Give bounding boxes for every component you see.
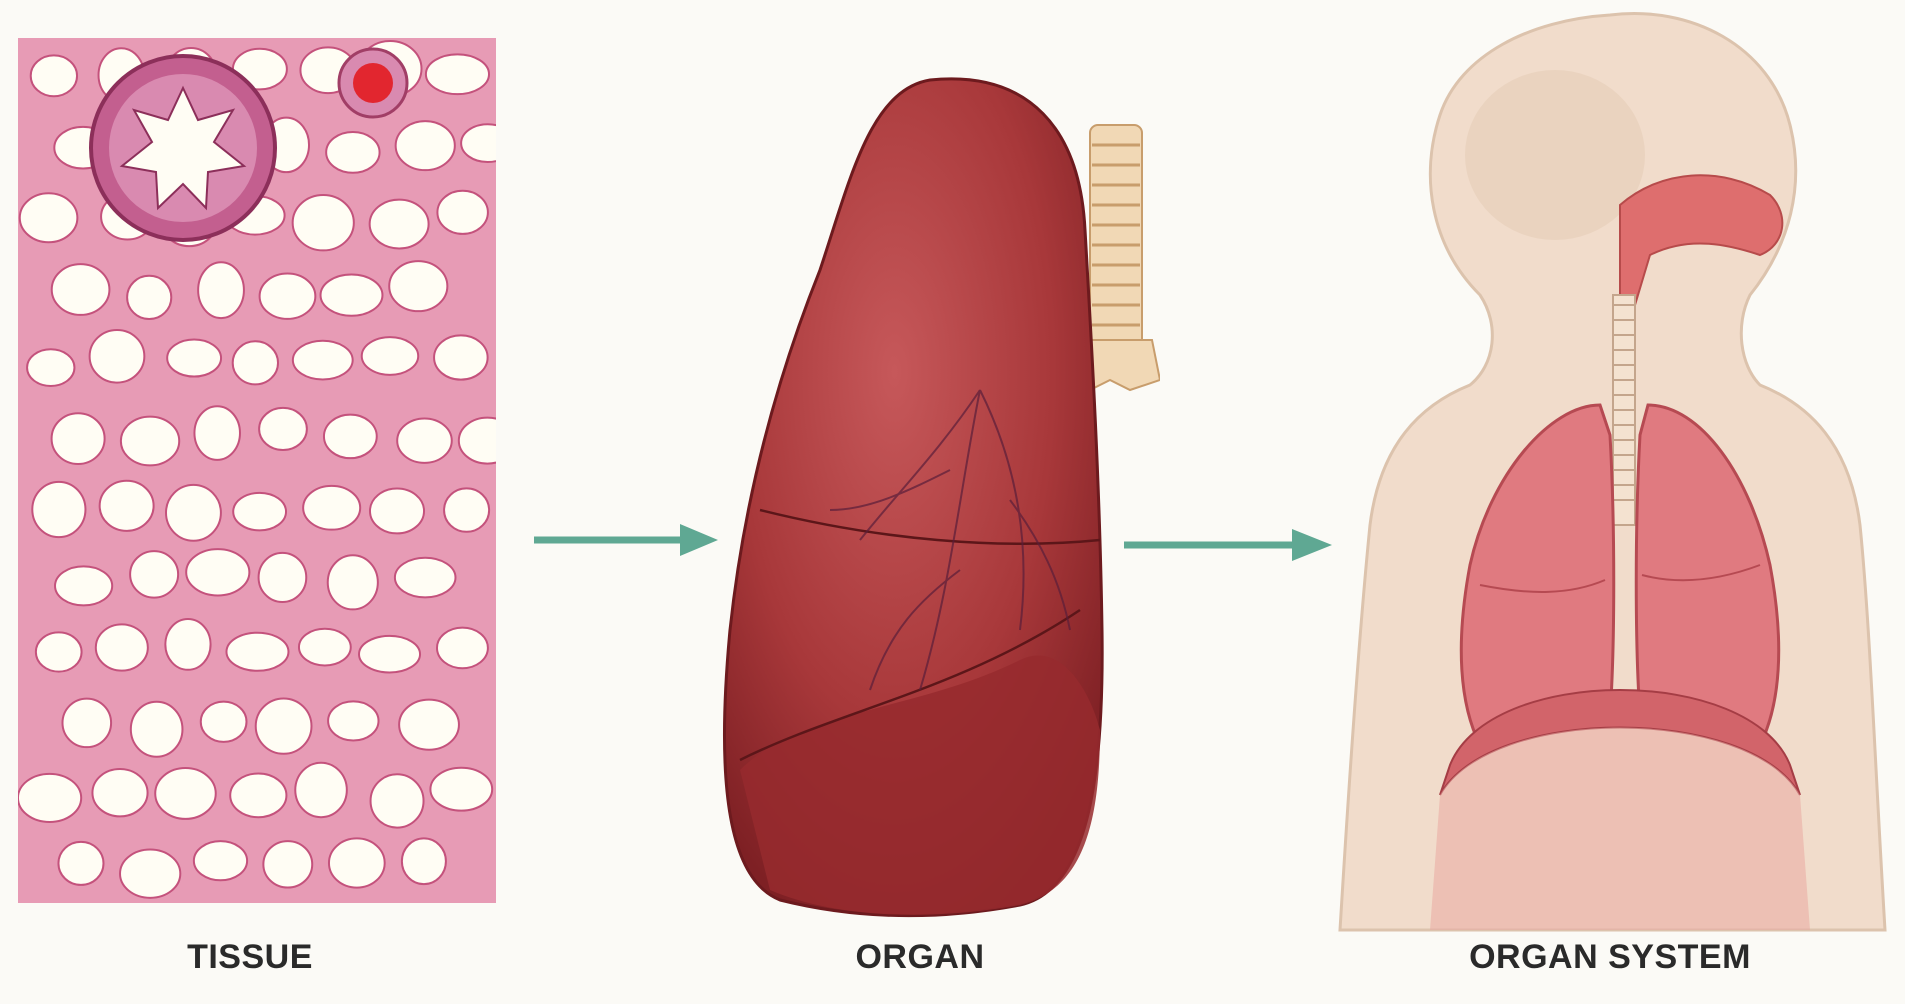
alveolus bbox=[31, 55, 77, 96]
alveolus bbox=[27, 349, 74, 386]
respiratory-system-illustration bbox=[1330, 5, 1900, 935]
alveolus bbox=[20, 193, 78, 242]
alveolus bbox=[194, 406, 240, 460]
organ-panel bbox=[720, 70, 1160, 920]
alveolus bbox=[371, 774, 424, 827]
alveolus bbox=[155, 768, 216, 819]
alveolus bbox=[166, 485, 221, 541]
alveolus bbox=[52, 264, 110, 315]
alveolus bbox=[58, 842, 103, 885]
alveolus bbox=[397, 418, 452, 462]
alveolus bbox=[293, 195, 354, 250]
alveolus bbox=[430, 768, 492, 811]
alveolus bbox=[62, 699, 111, 748]
alveolus bbox=[36, 632, 82, 671]
alveolus bbox=[233, 493, 286, 531]
alveolus bbox=[226, 633, 288, 671]
label-tissue: TISSUE bbox=[150, 938, 350, 977]
alveolus bbox=[303, 486, 360, 530]
alveolus bbox=[198, 262, 244, 318]
tissue-illustration bbox=[18, 38, 496, 903]
alveolus bbox=[32, 482, 85, 537]
alveolus bbox=[328, 701, 378, 740]
alveolus bbox=[321, 274, 383, 315]
alveolus bbox=[359, 636, 420, 673]
alveolus bbox=[329, 838, 385, 887]
alveolus bbox=[399, 700, 459, 750]
alveolus bbox=[130, 551, 178, 598]
alveolus bbox=[299, 629, 351, 666]
alveolus bbox=[165, 619, 210, 670]
label-organ: ORGAN bbox=[800, 938, 1040, 977]
alveolus bbox=[444, 488, 489, 531]
alveolus bbox=[120, 850, 180, 898]
alveolus bbox=[324, 415, 377, 459]
alveolus bbox=[90, 330, 145, 383]
alveolus bbox=[437, 628, 488, 669]
alveolus bbox=[186, 549, 249, 595]
alveolus bbox=[55, 566, 112, 605]
alveolus bbox=[18, 774, 81, 822]
alveolus bbox=[293, 341, 353, 380]
alveolus bbox=[96, 624, 148, 670]
alveolus bbox=[437, 191, 487, 234]
alveolus bbox=[426, 54, 489, 94]
label-organ-system: ORGAN SYSTEM bbox=[1440, 938, 1780, 977]
alveolus bbox=[127, 276, 171, 319]
alveolus bbox=[121, 417, 179, 466]
alveolus bbox=[370, 200, 429, 249]
alveolus bbox=[167, 340, 221, 377]
alveolus bbox=[402, 838, 446, 884]
alveolus bbox=[52, 413, 105, 464]
alveolus bbox=[370, 489, 424, 534]
alveolus bbox=[389, 261, 447, 311]
alveolus bbox=[259, 553, 307, 602]
alveolus bbox=[100, 481, 154, 531]
alveolus bbox=[194, 841, 247, 880]
alveolus bbox=[260, 274, 316, 319]
arrow-right-icon bbox=[530, 520, 720, 560]
alveolus bbox=[362, 337, 418, 375]
organ-system-panel bbox=[1330, 5, 1900, 935]
alveolus bbox=[92, 769, 147, 816]
alveolus bbox=[326, 132, 379, 173]
alveolus bbox=[295, 763, 347, 817]
alveolus bbox=[230, 774, 286, 818]
tissue-panel bbox=[18, 38, 496, 903]
alveolus bbox=[201, 702, 247, 742]
lung-organ-illustration bbox=[720, 70, 1160, 920]
alveolus bbox=[434, 335, 488, 379]
alveolus bbox=[256, 698, 312, 753]
alveolus bbox=[396, 121, 455, 170]
alveolus bbox=[395, 558, 456, 598]
alveolus bbox=[233, 341, 278, 384]
alveolus bbox=[263, 841, 312, 887]
alveolus bbox=[328, 555, 378, 609]
alveolus bbox=[131, 702, 183, 757]
arrow-right-icon bbox=[1120, 525, 1335, 565]
alveolus bbox=[259, 408, 307, 450]
